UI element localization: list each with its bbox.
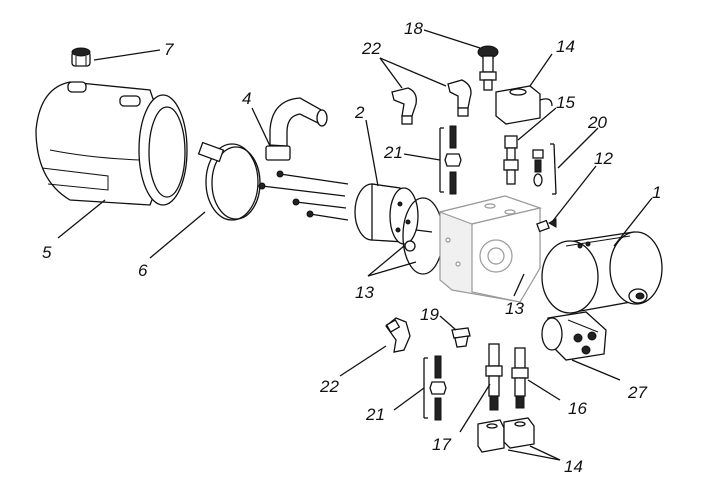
callout-20: 20 [587, 113, 607, 132]
part-17-valve-cartridge [485, 343, 503, 411]
callout-18: 18 [404, 19, 423, 38]
callout-27: 27 [627, 383, 647, 402]
callout-2: 2 [354, 103, 365, 122]
callout-13-right: 13 [505, 299, 524, 318]
part-12-fitting [536, 218, 557, 233]
callout-22-top: 22 [361, 39, 381, 58]
part-5-reservoir-tank [35, 81, 188, 206]
part-14-solenoid-coils-bottom [477, 417, 535, 453]
part-22-elbow-fittings-top [391, 79, 472, 125]
part-6-hose-clamp [197, 141, 261, 221]
manifold-block [437, 195, 543, 303]
callout-21-bottom: 21 [365, 405, 385, 424]
part-7-filler-plug [71, 47, 91, 67]
part-21-stud-spacer-top [439, 125, 462, 195]
part-2-pump [354, 183, 433, 245]
callout-labels: 7 5 6 4 2 22 18 14 15 21 20 12 1 13 13 1… [42, 19, 661, 476]
callout-15: 15 [556, 93, 575, 112]
part-27-starter-switch [541, 311, 607, 361]
leader-lines [57, 29, 653, 461]
part-15-valve-cartridge [503, 135, 519, 185]
callout-12: 12 [594, 149, 613, 168]
callout-22-bottom: 22 [319, 377, 339, 396]
part-20-check-valve [532, 143, 557, 195]
part-16-valve-cartridge [511, 347, 529, 409]
callout-4: 4 [242, 89, 251, 108]
part-21-stud-spacer-bottom [423, 355, 447, 421]
callout-17: 17 [432, 435, 451, 454]
part-19-plug [451, 327, 471, 348]
part-1-motor [541, 231, 663, 314]
part-18-release-knob [477, 45, 499, 91]
part-4-suction-tube [265, 97, 328, 161]
callout-13-left: 13 [355, 283, 374, 302]
callout-16: 16 [568, 399, 587, 418]
callout-14-top: 14 [556, 37, 575, 56]
callout-14-bottom: 14 [564, 457, 583, 476]
part-22-elbow-fitting-bottom [385, 317, 411, 353]
callout-19: 19 [420, 305, 439, 324]
callout-1: 1 [652, 183, 661, 202]
tie-rod-bolts [258, 170, 349, 221]
callout-5: 5 [42, 243, 52, 262]
callout-21-top: 21 [383, 143, 403, 162]
callout-7: 7 [164, 40, 174, 59]
callout-6: 6 [138, 261, 148, 280]
